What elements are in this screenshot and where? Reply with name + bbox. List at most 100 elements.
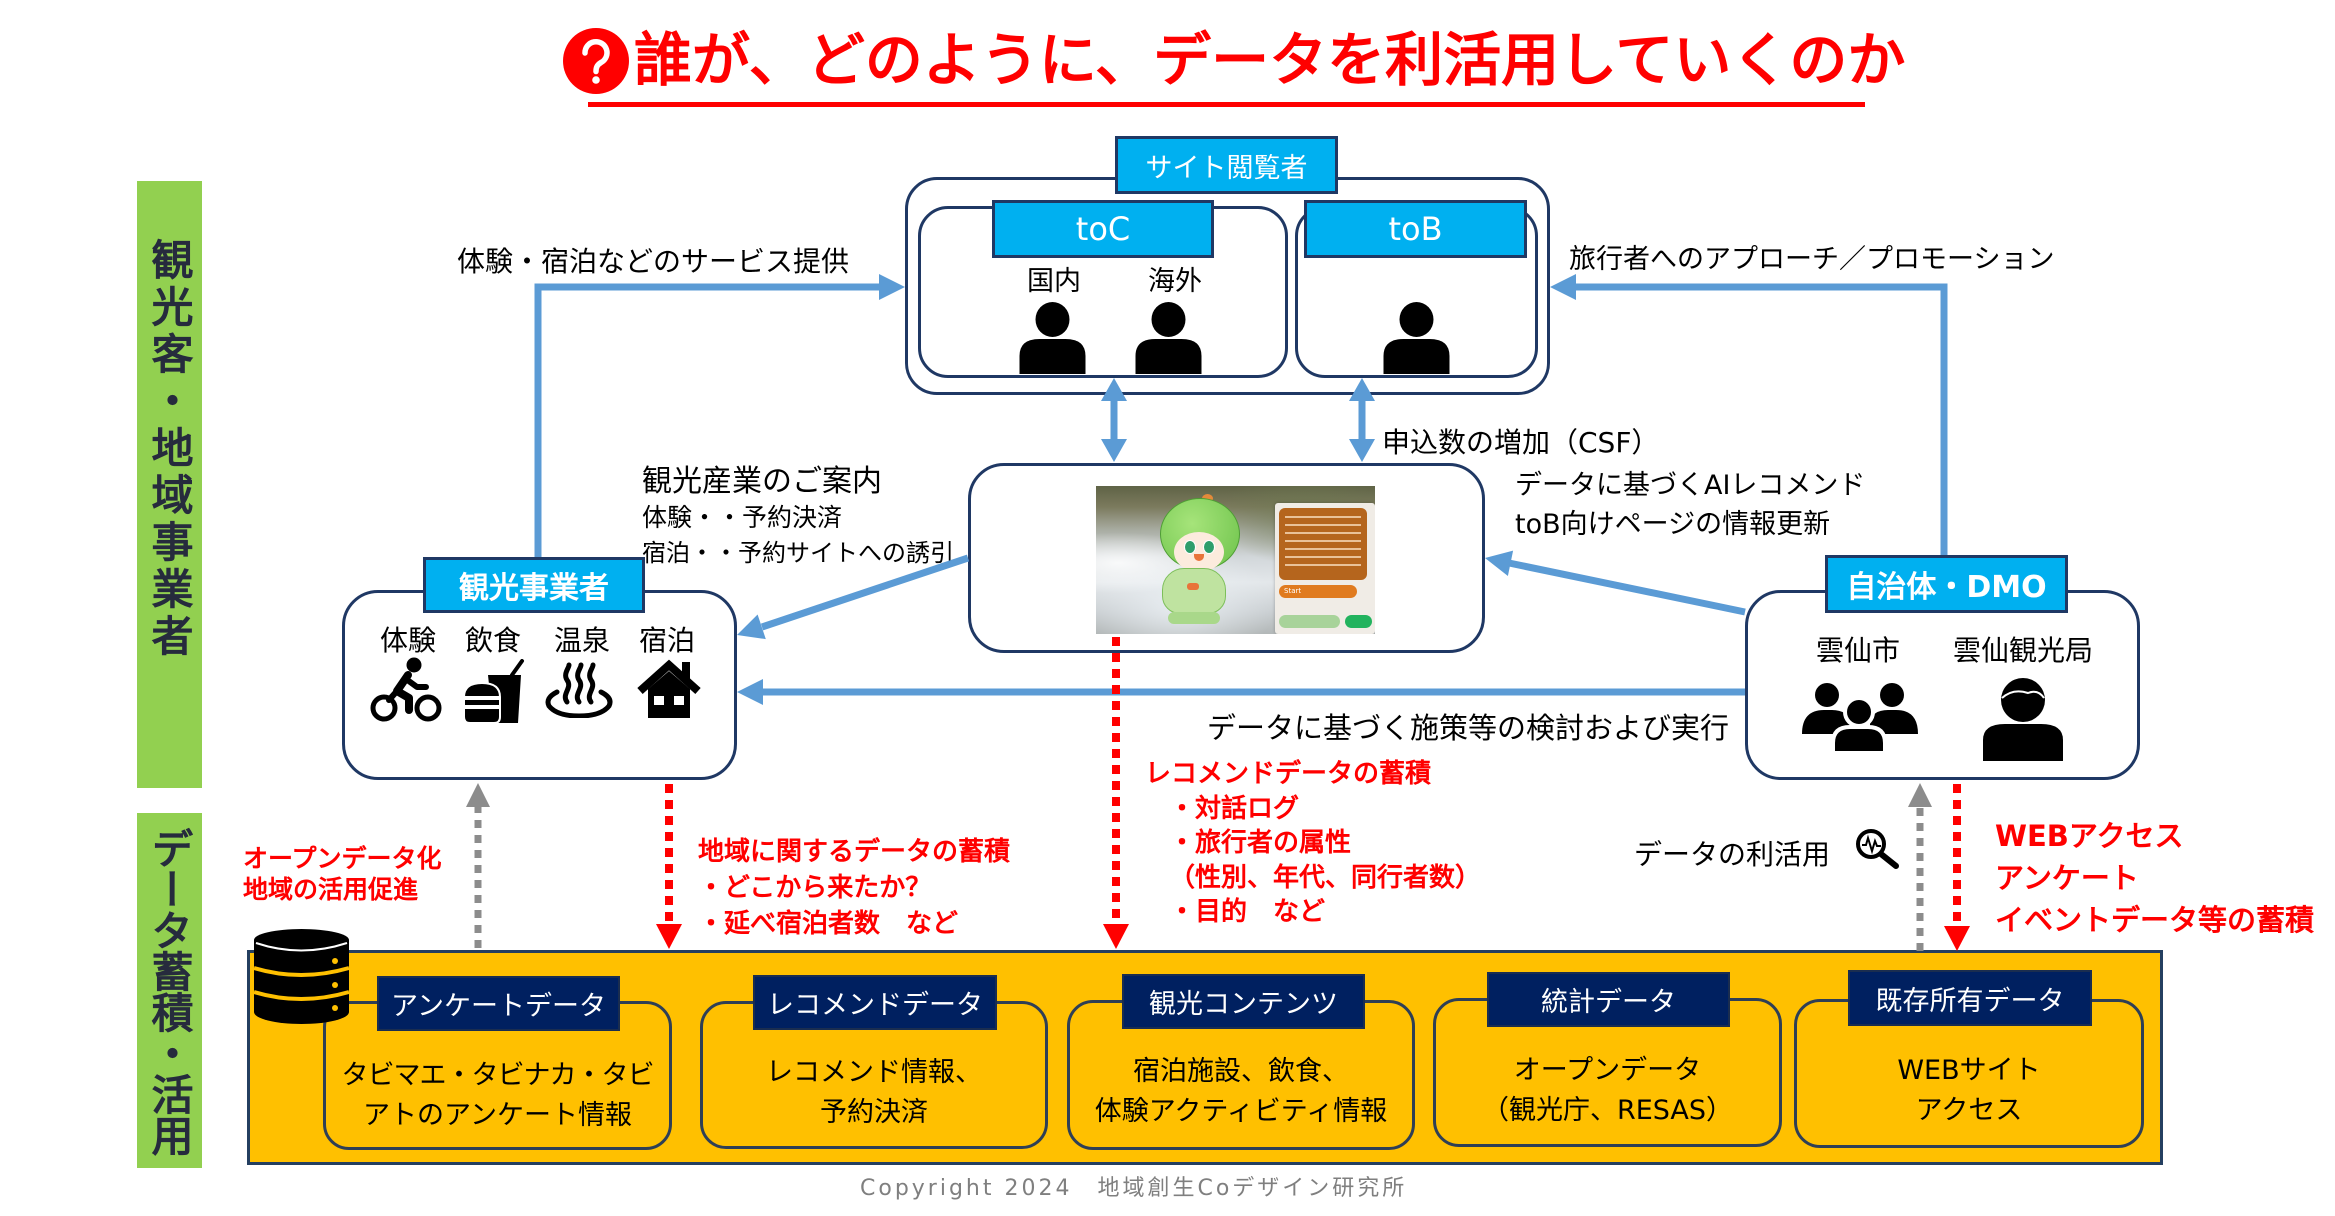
- promotion-label: 旅行者へのアプローチ／プロモーション: [1569, 244, 2055, 275]
- store-label: レコメンドデータ: [753, 975, 997, 1030]
- note-line: 地域の活用促進: [243, 875, 419, 904]
- store-content-line: オープンデータ: [1513, 1055, 1702, 1086]
- arrow-ai-recommend: [1485, 550, 1746, 616]
- mascot-face: [1174, 532, 1224, 572]
- store-content-line: WEBサイト: [1897, 1055, 2041, 1086]
- copyright: Copyright 2024 地域創生Coデザイン研究所: [860, 1176, 1408, 1201]
- note-line: オープンデータ化: [243, 844, 442, 873]
- note-web-data: WEBアクセス アンケート イベントデータ等の蓄積: [1995, 815, 2314, 941]
- business-item-label: 体験: [379, 624, 436, 657]
- person-icon: [1381, 302, 1452, 374]
- data-search-icon: [1854, 827, 1900, 869]
- government-item-label: 雲仙観光局: [1952, 634, 2093, 667]
- mascot-body: [1162, 568, 1226, 614]
- local-government-panel: [1745, 590, 2140, 780]
- ai-chat-screenshot: Start: [1096, 486, 1375, 634]
- store-label: 観光コンテンツ: [1122, 974, 1365, 1029]
- mascot-eye: [1184, 540, 1196, 554]
- store-content-line: （観光庁、RESAS）: [1481, 1095, 1734, 1126]
- note-regional-data: 地域に関するデータの蓄積 ・どこから来たか？ ・延べ宿泊者数 など: [698, 834, 1010, 942]
- arrow-open-data-use: [466, 783, 490, 948]
- mascot-mouth: [1194, 554, 1204, 561]
- mascot-eye: [1203, 540, 1215, 554]
- ai-recommend-line: toB向けページの情報更新: [1515, 509, 1831, 540]
- note-line: イベントデータ等の蓄積: [1995, 903, 2315, 937]
- store-content-line: タビマエ・タビナカ・タビ: [341, 1060, 655, 1091]
- store-content-line: 予約決済: [820, 1097, 928, 1128]
- business-item-label: 宿泊: [638, 624, 695, 657]
- member-label-overseas: 海外: [1148, 266, 1202, 297]
- title-underline: [588, 102, 1865, 107]
- group-icon: [1802, 683, 1918, 753]
- chat-send-button: [1345, 615, 1372, 628]
- industry-guide-title: 観光産業のご案内: [642, 464, 882, 499]
- note-line: 地域に関するデータの蓄積: [698, 837, 1011, 867]
- question-circle-icon: [563, 28, 629, 94]
- policy-label: データに基づく施策等の検討および実行: [1207, 711, 1730, 745]
- store-content: WEBサイト アクセス: [1794, 1051, 2144, 1131]
- business-item-label: 飲食: [464, 624, 521, 657]
- government-item-label: 雲仙市: [1815, 634, 1900, 667]
- site-viewers-label: サイト閲覧者: [1115, 136, 1338, 194]
- arrow-industry-guide: [737, 554, 970, 640]
- bicycle-icon: [370, 657, 442, 723]
- csf-label: 申込数の増加（CSF）: [1382, 426, 1660, 459]
- person-icon: [1983, 678, 2063, 761]
- mascot-emblem: [1187, 583, 1199, 590]
- note-line: ・どこから来たか？: [698, 873, 932, 903]
- chat-message-text: [1285, 516, 1361, 572]
- person-icon: [1133, 302, 1204, 374]
- business-item-label: 温泉: [553, 624, 610, 657]
- side-label-text: データ蓄積・活用: [145, 826, 194, 1155]
- arrow-data-utilization: [1908, 783, 1932, 951]
- start-button: Start: [1279, 585, 1357, 598]
- arrow-accumulate-web: [1944, 784, 1970, 951]
- arrow-accumulate-recommend: [1103, 637, 1129, 949]
- store-content-line: アクセス: [1915, 1095, 2023, 1126]
- service-provision-label: 体験・宿泊などのサービス提供: [457, 245, 850, 278]
- note-line: ・対話ログ: [1169, 793, 1300, 824]
- toc-label: toC: [992, 200, 1214, 258]
- store-label: 既存所有データ: [1848, 970, 2092, 1026]
- tob-label: toB: [1304, 200, 1527, 258]
- arrow-policy: [737, 679, 1745, 705]
- data-utilization-label: データの利活用: [1634, 838, 1831, 871]
- member-label-domestic: 国内: [1027, 266, 1081, 297]
- note-line: WEBアクセス: [1995, 819, 2184, 853]
- side-label-text: 観光客・地域事業者: [145, 238, 194, 661]
- store-content: タビマエ・タビナカ・タビ アトのアンケート情報: [323, 1056, 672, 1136]
- note-line: アンケート: [1995, 861, 2139, 895]
- store-content-line: 宿泊施設、飲食、: [1133, 1056, 1349, 1087]
- note-line: レコメンドデータの蓄積: [1145, 759, 1432, 789]
- chat-secondary-button: [1279, 615, 1340, 628]
- note-line: ・延べ宿泊者数 など: [698, 909, 959, 939]
- store-content-line: レコメンド情報、: [766, 1057, 982, 1088]
- side-label-visitors-businesses: 観光客・地域事業者: [137, 181, 202, 788]
- note-line: ・目的 など: [1169, 897, 1326, 927]
- store-label: アンケートデータ: [377, 976, 620, 1031]
- tourism-business-label: 観光事業者: [423, 557, 645, 613]
- store-content: オープンデータ （観光庁、RESAS）: [1433, 1051, 1782, 1131]
- note-line: ・旅行者の属性: [1169, 828, 1352, 858]
- burger-drink-icon: [462, 659, 526, 725]
- industry-guide-line: 宿泊・・予約サイトへの誘引: [642, 539, 954, 567]
- local-government-label: 自治体・DMO: [1825, 555, 2068, 613]
- mascot-feet: [1168, 612, 1220, 624]
- industry-guide-line: 体験・・予約決済: [642, 503, 843, 532]
- store-content: レコメンド情報、 予約決済: [700, 1053, 1048, 1133]
- chat-panel: Start: [1275, 503, 1375, 634]
- store-content-line: 体験アクティビティ情報: [1094, 1096, 1388, 1127]
- house-icon: [636, 658, 702, 722]
- person-icon: [1017, 302, 1088, 374]
- note-open-data: オープンデータ化 地域の活用促進: [243, 843, 442, 905]
- store-content-line: アトのアンケート情報: [363, 1100, 632, 1131]
- side-label-data-storage: データ蓄積・活用: [137, 813, 202, 1168]
- ai-recommend-line: データに基づくAIレコメンド: [1515, 470, 1866, 501]
- store-label: 統計データ: [1487, 972, 1730, 1027]
- arrow-accumulate-regional: [656, 784, 682, 949]
- chat-message-bubble: [1279, 508, 1367, 580]
- hot-spring-icon: [543, 662, 615, 718]
- page-title: 誰が、どのように、データを利活用していくのか: [634, 26, 1906, 94]
- store-content: 宿泊施設、飲食、 体験アクティビティ情報: [1067, 1052, 1415, 1132]
